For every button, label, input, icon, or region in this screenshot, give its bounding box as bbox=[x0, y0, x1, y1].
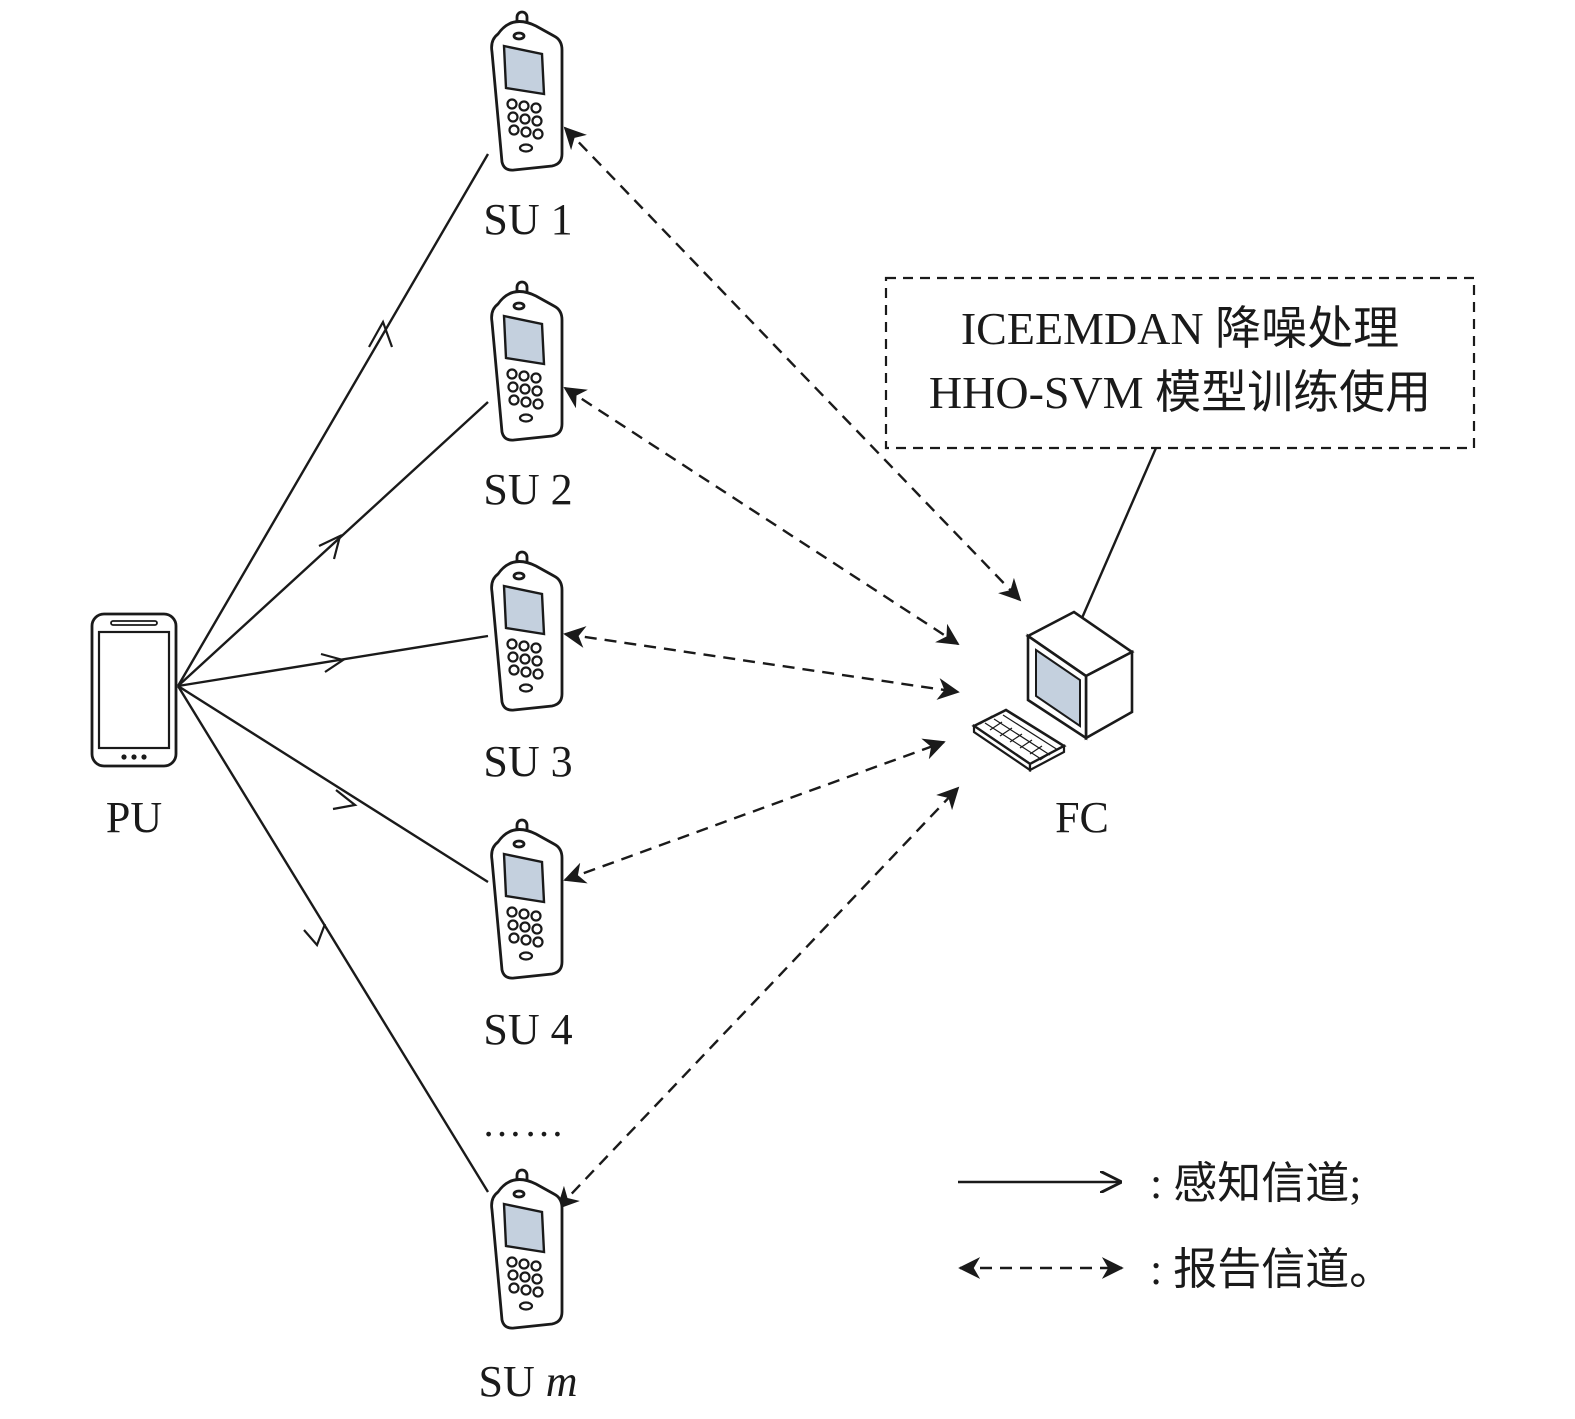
legend-sensing: : 感知信道; bbox=[958, 1159, 1361, 1208]
fc-process-box: ICEEMDAN 降噪处理 HHO-SVM 模型训练使用 bbox=[884, 276, 1476, 619]
more-nodes-ellipsis: …… bbox=[482, 1100, 566, 1145]
sensing-channel-su3 bbox=[177, 634, 489, 688]
pu-label: PU bbox=[106, 793, 162, 842]
sensing-channel-su4 bbox=[177, 684, 489, 884]
sensing-channel-sum bbox=[176, 685, 490, 1193]
report-channel-su2 bbox=[563, 386, 960, 646]
legend-report-label: : 报告信道。 bbox=[1150, 1245, 1393, 1294]
su-label: SU 4 bbox=[483, 1005, 572, 1054]
fc-node: FC bbox=[971, 610, 1135, 842]
su-node-4: SU 4 bbox=[483, 818, 573, 1054]
report-channel-su4 bbox=[563, 738, 946, 884]
cellphone-icon bbox=[490, 280, 564, 442]
cellphone-icon bbox=[490, 10, 564, 172]
report-channel-sum bbox=[556, 786, 960, 1210]
fc-process-line2: HHO-SVM 模型训练使用 bbox=[929, 367, 1431, 418]
sensing-arrowhead bbox=[320, 652, 346, 673]
cellphone-icon bbox=[490, 818, 564, 980]
report-channel-su3 bbox=[563, 626, 960, 700]
keyboard-icon bbox=[971, 708, 1067, 773]
sensing-channel-su2 bbox=[177, 401, 489, 687]
cellphone-icon bbox=[490, 550, 564, 712]
report-channels bbox=[556, 126, 1022, 1210]
computer-icon bbox=[971, 610, 1135, 773]
pu-node: PU bbox=[90, 612, 178, 842]
smartphone-icon bbox=[90, 612, 178, 768]
sensing-arrowhead bbox=[332, 789, 358, 811]
fc-label: FC bbox=[1055, 793, 1109, 842]
su-node-3: SU 3 bbox=[483, 550, 573, 786]
sensing-arrowhead bbox=[368, 319, 394, 348]
su-node-1: SU 1 bbox=[483, 10, 573, 244]
sensing-channels bbox=[176, 153, 490, 1193]
su-node-2: SU 2 bbox=[483, 280, 573, 514]
su-label: SU 1 bbox=[483, 195, 572, 244]
legend-sensing-label: : 感知信道; bbox=[1150, 1159, 1361, 1208]
su-node-m: SU m bbox=[478, 1168, 578, 1406]
fc-process-line1: ICEEMDAN 降噪处理 bbox=[961, 303, 1399, 354]
sensing-arrowhead bbox=[303, 923, 327, 948]
sensing-channel-su1 bbox=[176, 153, 490, 687]
legend-report: : 报告信道。 bbox=[958, 1245, 1393, 1294]
su-label: SU m bbox=[478, 1357, 577, 1406]
cellphone-icon bbox=[490, 1168, 564, 1330]
legend: : 感知信道; : 报告信道。 bbox=[958, 1159, 1393, 1294]
su-label: SU 2 bbox=[483, 465, 572, 514]
sensing-arrowhead bbox=[318, 533, 342, 560]
su-label: SU 3 bbox=[483, 737, 572, 786]
fc-box-connector bbox=[1080, 447, 1158, 619]
report-channel-su1 bbox=[563, 126, 1022, 602]
